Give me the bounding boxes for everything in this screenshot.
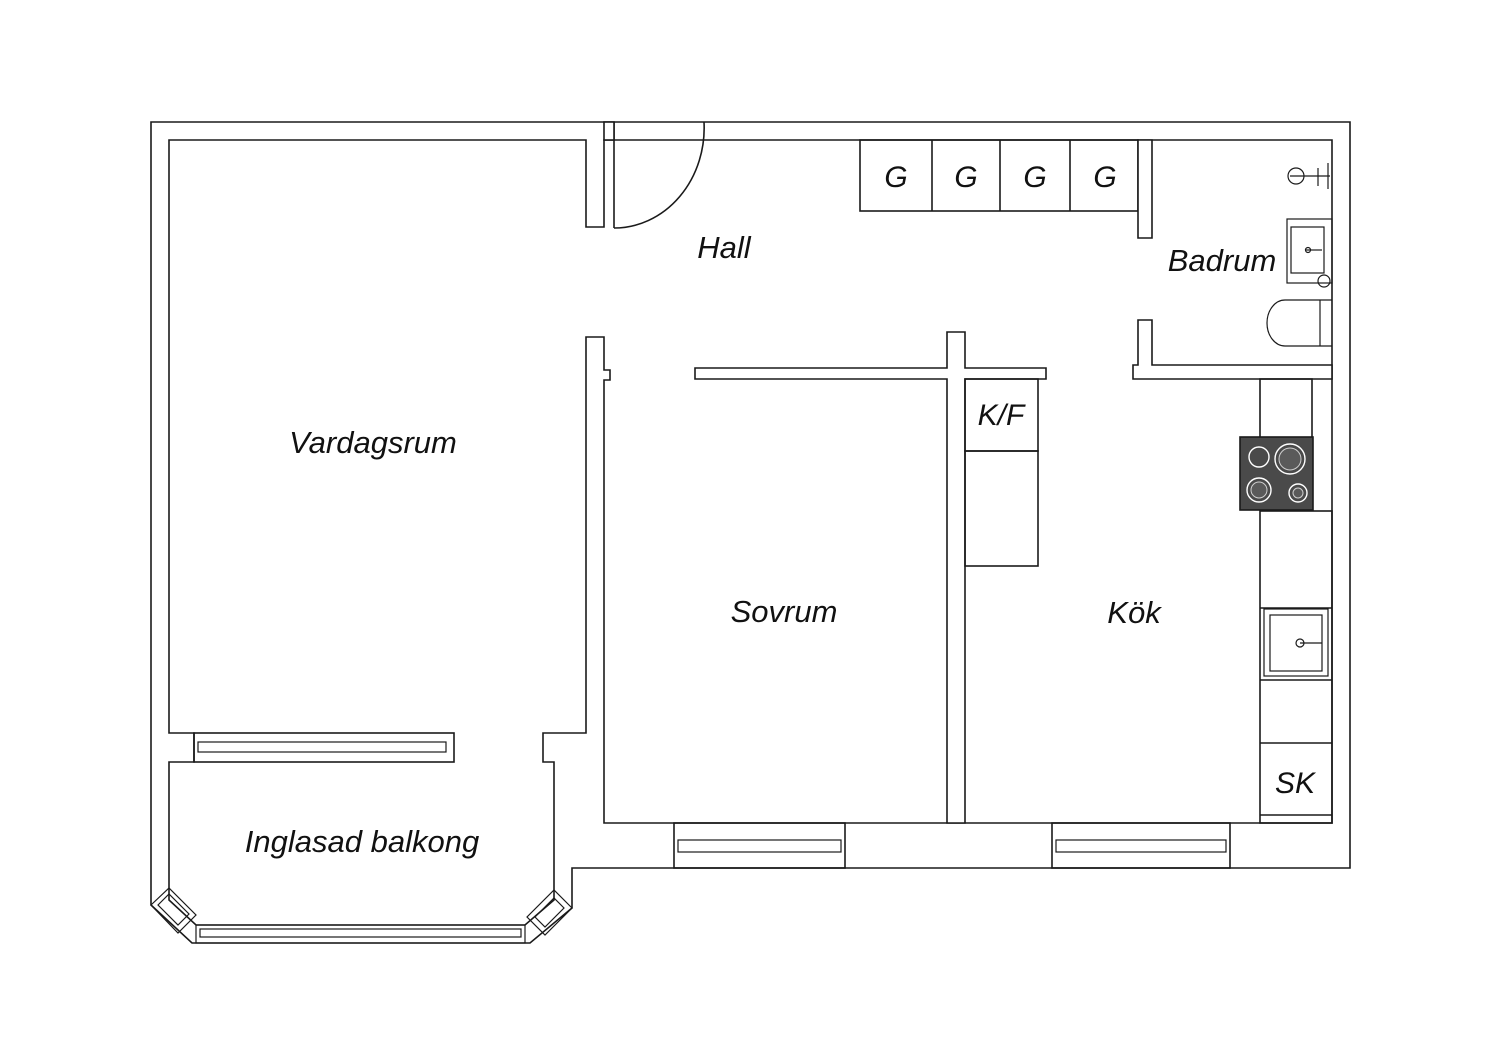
- bathroom-walls: [1132, 139, 1333, 380]
- window-bedroom: [673, 822, 846, 869]
- shower-icon: [1287, 163, 1330, 189]
- interior-walls: [694, 331, 1047, 824]
- label-kok: Kök: [1107, 595, 1162, 630]
- kitchen-counter: [1259, 378, 1333, 824]
- window-kitchen: [1051, 822, 1231, 869]
- toilet-icon: [1266, 274, 1332, 347]
- label-balkong: Inglasad balkong: [245, 824, 479, 859]
- label-badrum: Badrum: [1168, 243, 1277, 278]
- window-living: [193, 732, 455, 763]
- label-wardrobe-1: G: [884, 161, 907, 194]
- kitchen-sink-icon: [1263, 608, 1329, 677]
- label-wardrobe-3: G: [1023, 161, 1046, 194]
- label-wardrobe-4: G: [1093, 161, 1116, 194]
- sink-icon: [1286, 218, 1333, 284]
- label-vardagsrum: Vardagsrum: [289, 425, 457, 460]
- label-wardrobe-2: G: [954, 161, 977, 194]
- label-fridge-freezer: K/F: [978, 399, 1026, 432]
- fridge-freezer-block: [964, 378, 1039, 567]
- label-hall: Hall: [697, 230, 752, 265]
- label-sovrum: Sovrum: [731, 594, 838, 629]
- entrance-door: [603, 121, 705, 229]
- stove-icon: [1239, 436, 1314, 511]
- window-balcony: [150, 887, 573, 944]
- label-closet: SK: [1275, 767, 1317, 800]
